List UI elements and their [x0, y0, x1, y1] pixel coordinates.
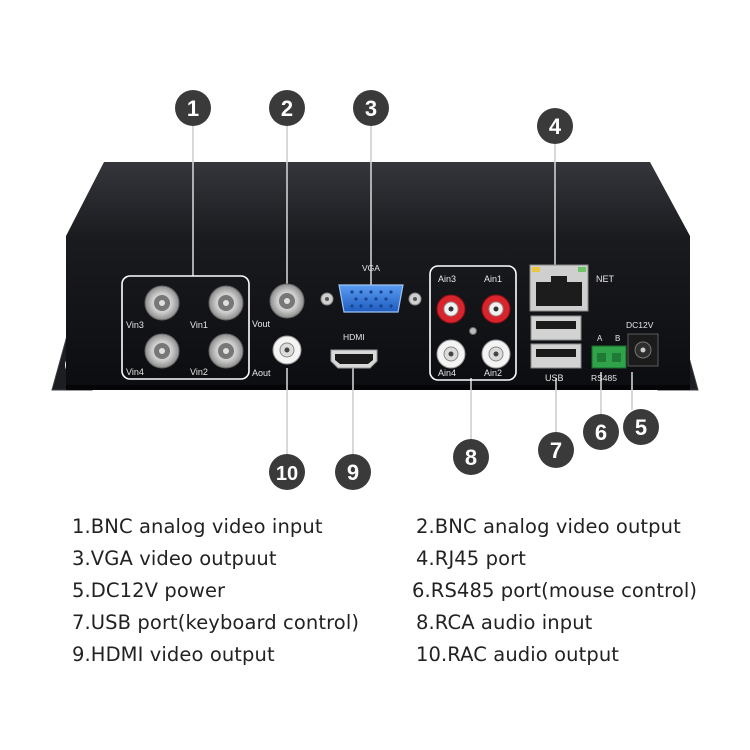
bnc-vin2[interactable] — [208, 333, 244, 369]
svg-text:10: 10 — [276, 463, 298, 485]
svg-text:7: 7 — [550, 438, 562, 463]
callout-8: 8 — [453, 439, 489, 475]
callout-7: 7 — [538, 432, 574, 468]
rca-ain2[interactable] — [481, 339, 511, 369]
label-ain1: Ain1 — [484, 274, 502, 284]
rca-ain4[interactable] — [436, 339, 466, 369]
legend-item-7: 7.USB port(keyboard control) — [72, 611, 360, 634]
label-rs485: RS485 — [591, 373, 617, 383]
usb-port-bottom[interactable] — [530, 343, 582, 369]
bnc-vin1[interactable] — [208, 285, 244, 321]
label-vga: VGA — [362, 263, 380, 273]
svg-text:3: 3 — [365, 96, 377, 121]
legend-item-8: 8.RCA audio input — [416, 611, 593, 634]
vga-port[interactable] — [320, 284, 422, 313]
label-vin4: Vin4 — [126, 367, 144, 377]
label-hdmi: HDMI — [343, 332, 365, 342]
label-dc12v: DC12V — [626, 320, 654, 330]
callout-5: 5 — [623, 409, 659, 445]
callout-3: 3 — [353, 90, 389, 126]
label-vout: Vout — [252, 319, 271, 329]
rca-ain1[interactable] — [481, 294, 511, 324]
svg-text:2: 2 — [281, 96, 293, 121]
callout-1: 1 — [175, 90, 211, 126]
callout-9: 9 — [335, 454, 371, 490]
rca-input-group-frame — [429, 265, 517, 381]
legend-item-2: 2.BNC analog video output — [416, 515, 681, 538]
label-net: NET — [596, 274, 615, 284]
callout-2: 2 — [269, 90, 305, 126]
bnc-vout[interactable] — [269, 283, 305, 319]
ground-screw — [469, 327, 477, 335]
chassis-top — [66, 162, 690, 236]
label-ain3: Ain3 — [438, 274, 456, 284]
usb-port-top[interactable] — [530, 315, 582, 341]
legend-item-1: 1.BNC analog video input — [72, 515, 323, 538]
label-vin1: Vin1 — [190, 320, 208, 330]
rca-aout[interactable] — [272, 335, 302, 365]
label-rs-a: A — [597, 334, 603, 343]
legend-item-10: 10.RAC audio output — [416, 643, 620, 666]
callout-lines — [192, 125, 633, 455]
rj45-port[interactable] — [529, 264, 589, 312]
legend-item-4: 4.RJ45 port — [416, 547, 526, 570]
svg-text:6: 6 — [595, 420, 607, 445]
svg-text:1: 1 — [187, 96, 199, 121]
svg-text:4: 4 — [549, 114, 562, 139]
legend-item-6: 6.RS485 port(mouse control) — [412, 579, 698, 602]
callout-4: 4 — [537, 108, 573, 144]
legend-item-9: 9.HDMI video output — [72, 643, 275, 666]
callout-10: 10 — [269, 454, 305, 490]
bnc-input-group-frame — [121, 275, 250, 380]
dc-power-jack[interactable] — [627, 333, 659, 367]
legend-item-3: 3.VGA video outpuut — [72, 547, 277, 570]
label-rs-b: B — [615, 334, 620, 343]
callout-6: 6 — [583, 414, 619, 450]
label-aout: Aout — [252, 368, 271, 378]
legend-item-5: 5.DC12V power — [72, 579, 226, 602]
label-ain2: Ain2 — [484, 368, 502, 378]
svg-text:8: 8 — [465, 445, 477, 470]
label-ain4: Ain4 — [438, 368, 456, 378]
rs485-terminal[interactable] — [591, 345, 627, 369]
label-vin2: Vin2 — [190, 367, 208, 377]
svg-text:9: 9 — [347, 460, 359, 485]
bnc-vin4[interactable] — [144, 333, 180, 369]
label-vin3: Vin3 — [126, 320, 144, 330]
label-usb: USB — [545, 373, 564, 383]
hdmi-port[interactable] — [330, 349, 378, 369]
svg-text:5: 5 — [635, 415, 647, 440]
port-legend: 1.BNC analog video input 2.BNC analog vi… — [0, 505, 750, 685]
bnc-vin3[interactable] — [144, 285, 180, 321]
rca-ain3[interactable] — [436, 294, 466, 324]
device-illustration: Vin3 Vin1 Vin4 Vin2 Vout Aout VGA HDMI — [51, 90, 699, 490]
